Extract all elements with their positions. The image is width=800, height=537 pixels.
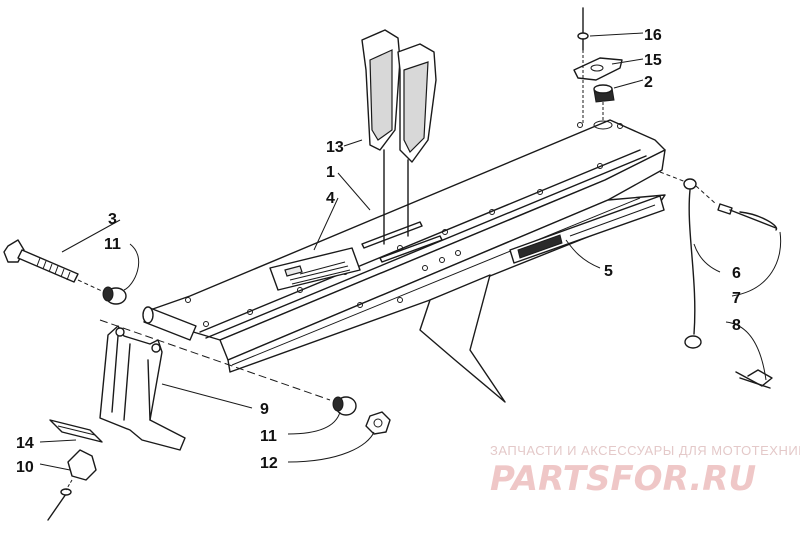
- callout-12: 12: [260, 455, 278, 472]
- grommet-2: [593, 84, 615, 103]
- pin-7: [717, 203, 778, 231]
- callout-5: 5: [604, 263, 613, 280]
- bolt-3: [3, 239, 79, 283]
- brake-pedal: [361, 29, 437, 245]
- callout-labels: 13 1 4 5 16 15 2 3 11 6 7 8 9 11 12 14 1…: [16, 27, 741, 476]
- callout-13: 13: [326, 139, 344, 156]
- bracket-9: [99, 325, 186, 451]
- hitch-clip-8: [735, 369, 773, 389]
- mount-holes: [185, 122, 623, 327]
- plate-15: [573, 57, 623, 81]
- callout-6: 6: [732, 265, 741, 282]
- watermark-tagline: ЗАПЧАСТИ И АКСЕССУАРЫ ДЛЯ МОТОТЕХНИКИ: [490, 443, 800, 458]
- pedal-tread: [369, 49, 429, 154]
- pad-14: [49, 419, 103, 443]
- clip-10: [47, 449, 97, 521]
- pivot-tube: [142, 306, 197, 341]
- callout-16: 16: [644, 27, 662, 44]
- callout-2: 2: [644, 74, 653, 91]
- leader-lines: [39, 32, 782, 471]
- callout-4: 4: [326, 190, 335, 207]
- watermark-logo: PARTSFOR.RU: [490, 459, 756, 499]
- callout-15: 15: [644, 52, 662, 69]
- callout-11-right: 11: [260, 428, 277, 445]
- lanyard-6: [683, 178, 702, 349]
- bushing-11-right: [332, 396, 357, 416]
- callout-7: 7: [732, 290, 741, 307]
- callout-11-left: 11: [104, 236, 121, 253]
- pin-16: [577, 7, 589, 51]
- callout-1: 1: [326, 164, 335, 181]
- side-decal: [509, 195, 665, 264]
- pedal-slots: [361, 221, 443, 263]
- callout-10: 10: [16, 459, 34, 476]
- nut-12: [365, 411, 391, 435]
- warning-decal: [269, 247, 361, 291]
- callout-14: 14: [16, 435, 34, 452]
- callout-9: 9: [260, 401, 269, 418]
- callout-3: 3: [108, 211, 117, 228]
- bushing-11-left: [102, 286, 127, 305]
- callout-8: 8: [732, 317, 741, 334]
- watermark: ЗАПЧАСТИ И АКСЕССУАРЫ ДЛЯ МОТОТЕХНИКИ PA…: [490, 443, 800, 499]
